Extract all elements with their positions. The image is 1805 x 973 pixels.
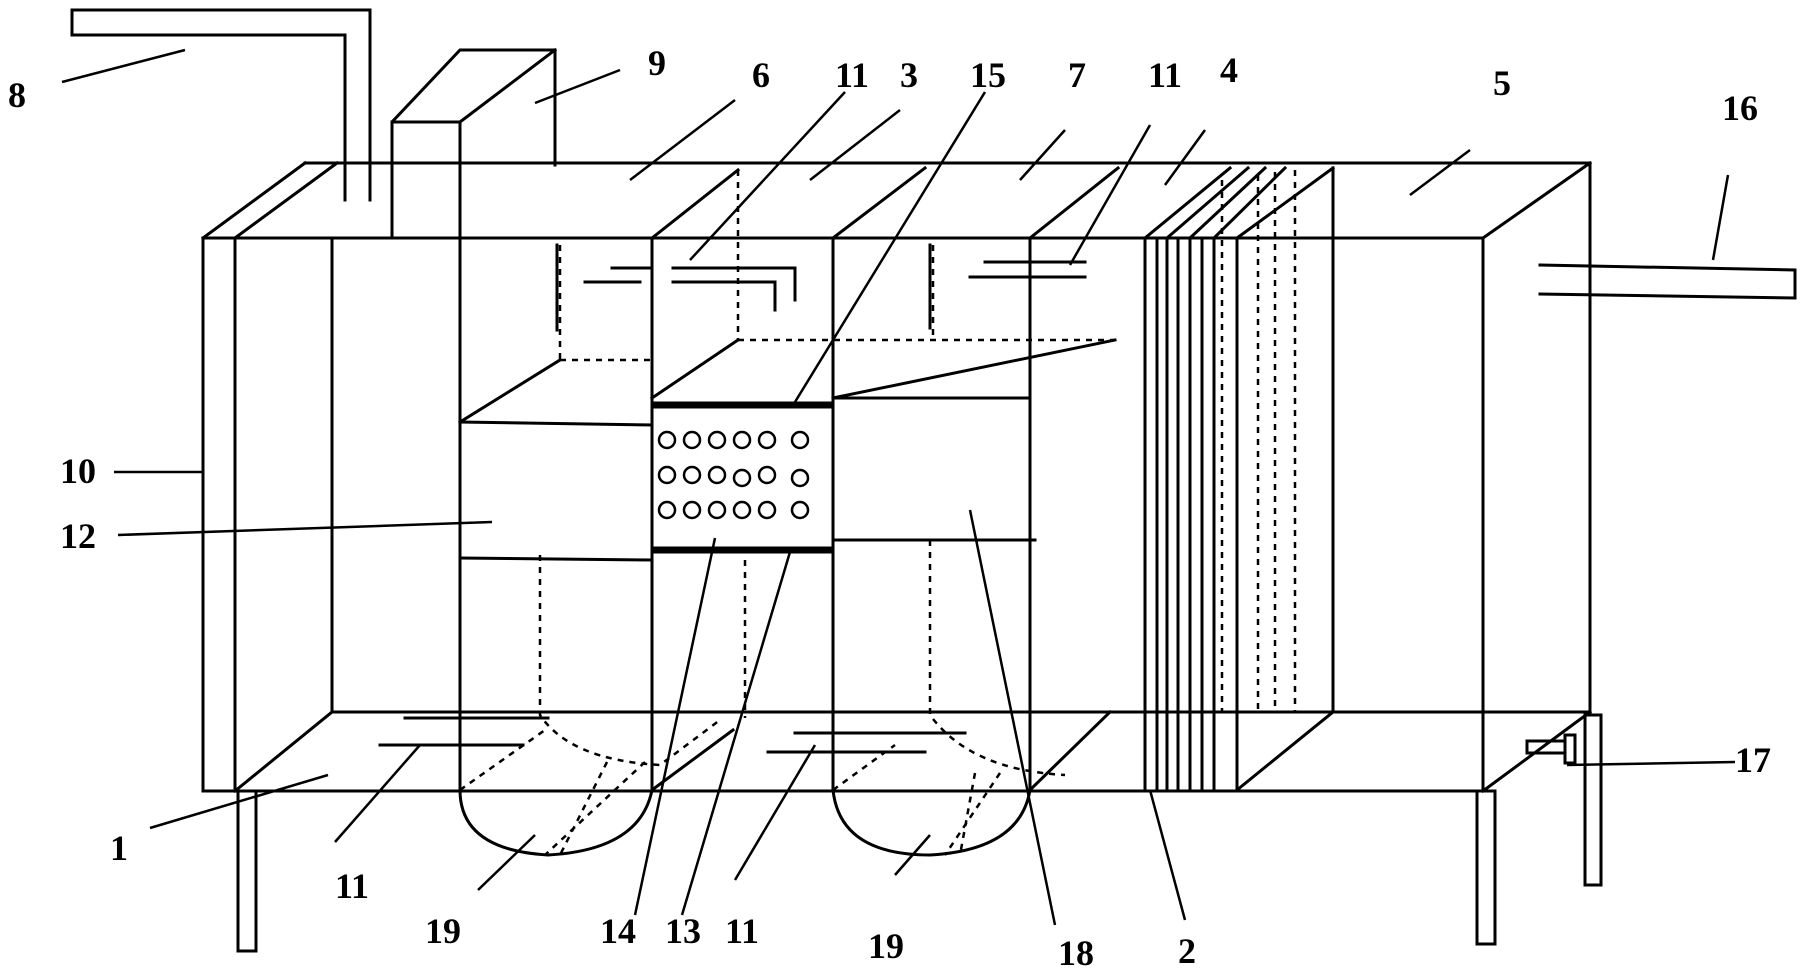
label-2: 2 (1178, 931, 1196, 971)
label-13: 13 (665, 911, 701, 951)
plate-holes (657, 430, 810, 520)
label-17: 17 (1735, 740, 1771, 780)
label-14: 14 (600, 911, 636, 951)
label-12: 12 (60, 516, 96, 556)
label-8: 8 (8, 75, 26, 115)
leader-lines (61, 48, 1736, 926)
label-1: 1 (110, 828, 128, 868)
label-10: 10 (60, 451, 96, 491)
label-11-bottom-left: 11 (335, 866, 369, 906)
label-16: 16 (1722, 88, 1758, 128)
label-18: 18 (1058, 933, 1094, 973)
label-9: 9 (648, 43, 666, 83)
label-3: 3 (900, 55, 918, 95)
tank-body (200, 160, 1593, 794)
label-4: 4 (1220, 50, 1238, 90)
label-6: 6 (752, 55, 770, 95)
aerators (378, 243, 1087, 754)
drain-valve (1525, 733, 1577, 765)
inlet-pipe (70, 8, 372, 202)
perforated-plate (651, 401, 834, 554)
hoppers (458, 540, 1113, 857)
legs (236, 713, 1603, 953)
label-5: 5 (1493, 63, 1511, 103)
label-15: 15 (970, 55, 1006, 95)
shelves (457, 245, 1117, 562)
filter-plates (1142, 165, 1336, 793)
label-11-top-right: 11 (1148, 55, 1182, 95)
label-19-right: 19 (868, 926, 904, 966)
label-7: 7 (1068, 55, 1086, 95)
labels: 8 9 6 11 3 15 7 11 4 5 16 10 12 1 11 19 … (8, 43, 1771, 973)
label-11-top-left: 11 (835, 55, 869, 95)
top-box (390, 47, 558, 240)
label-11-bottom-mid: 11 (725, 911, 759, 951)
label-19-left: 19 (425, 911, 461, 951)
outlet-pipe (1538, 263, 1797, 300)
